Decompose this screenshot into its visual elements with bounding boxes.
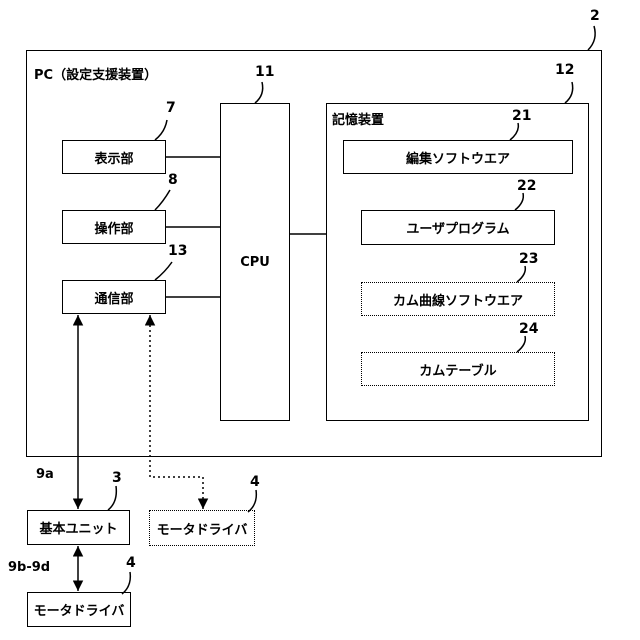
communication-unit-label: 通信部 bbox=[94, 288, 133, 307]
cam-table-label: カムテーブル bbox=[419, 360, 496, 379]
display-unit-box: 表示部 bbox=[62, 140, 166, 174]
link-9b-9d-label: 9b-9d bbox=[8, 560, 50, 575]
operation-unit-box: 操作部 bbox=[62, 210, 166, 244]
user-program-label: ユーザプログラム bbox=[406, 218, 509, 237]
motor-driver-label: モータドライバ bbox=[34, 600, 125, 619]
cam-curve-software-label: カム曲線ソフトウエア bbox=[393, 290, 523, 309]
leader-line-motor-driver-dotted bbox=[248, 490, 256, 512]
motor-driver-dotted-ref-number: 4 bbox=[250, 474, 260, 490]
motor-driver-dotted-box: モータドライバ bbox=[149, 510, 255, 546]
storage-label: 記憶装置 bbox=[332, 109, 384, 128]
communication-unit-ref-number: 13 bbox=[168, 243, 187, 259]
motor-driver-ref-number: 4 bbox=[126, 555, 136, 571]
pc-label: PC（設定支援装置） bbox=[34, 64, 157, 83]
link-9a-label: 9a bbox=[36, 467, 54, 482]
cpu-box: CPU bbox=[220, 103, 290, 421]
cam-curve-software-box: カム曲線ソフトウエア bbox=[361, 282, 555, 316]
communication-unit-box: 通信部 bbox=[62, 280, 166, 314]
display-unit-label: 表示部 bbox=[94, 148, 133, 167]
leader-line-basic-unit bbox=[108, 486, 116, 510]
cpu-ref-number: 11 bbox=[255, 64, 274, 80]
editing-software-label: 編集ソフトウエア bbox=[406, 148, 510, 167]
editing-software-box: 編集ソフトウエア bbox=[343, 140, 573, 174]
pc-ref-number: 2 bbox=[590, 8, 600, 24]
user-program-ref-number: 22 bbox=[517, 178, 536, 194]
leader-line-motor-driver bbox=[122, 572, 130, 594]
cpu-label: CPU bbox=[240, 255, 270, 270]
editing-software-ref-number: 21 bbox=[512, 108, 531, 124]
cam-table-ref-number: 24 bbox=[519, 321, 538, 337]
motor-driver-box: モータドライバ bbox=[27, 592, 131, 627]
leader-line-pc bbox=[588, 26, 595, 50]
basic-unit-box: 基本ユニット bbox=[27, 510, 130, 545]
operation-unit-ref-number: 8 bbox=[168, 172, 178, 188]
user-program-box: ユーザプログラム bbox=[361, 210, 555, 245]
storage-ref-number: 12 bbox=[555, 62, 574, 78]
cam-curve-software-ref-number: 23 bbox=[519, 251, 538, 267]
basic-unit-label: 基本ユニット bbox=[39, 518, 117, 537]
cam-table-box: カムテーブル bbox=[361, 352, 555, 386]
motor-driver-dotted-label: モータドライバ bbox=[157, 519, 248, 538]
display-unit-ref-number: 7 bbox=[166, 100, 176, 116]
basic-unit-ref-number: 3 bbox=[112, 470, 122, 486]
operation-unit-label: 操作部 bbox=[94, 218, 133, 237]
